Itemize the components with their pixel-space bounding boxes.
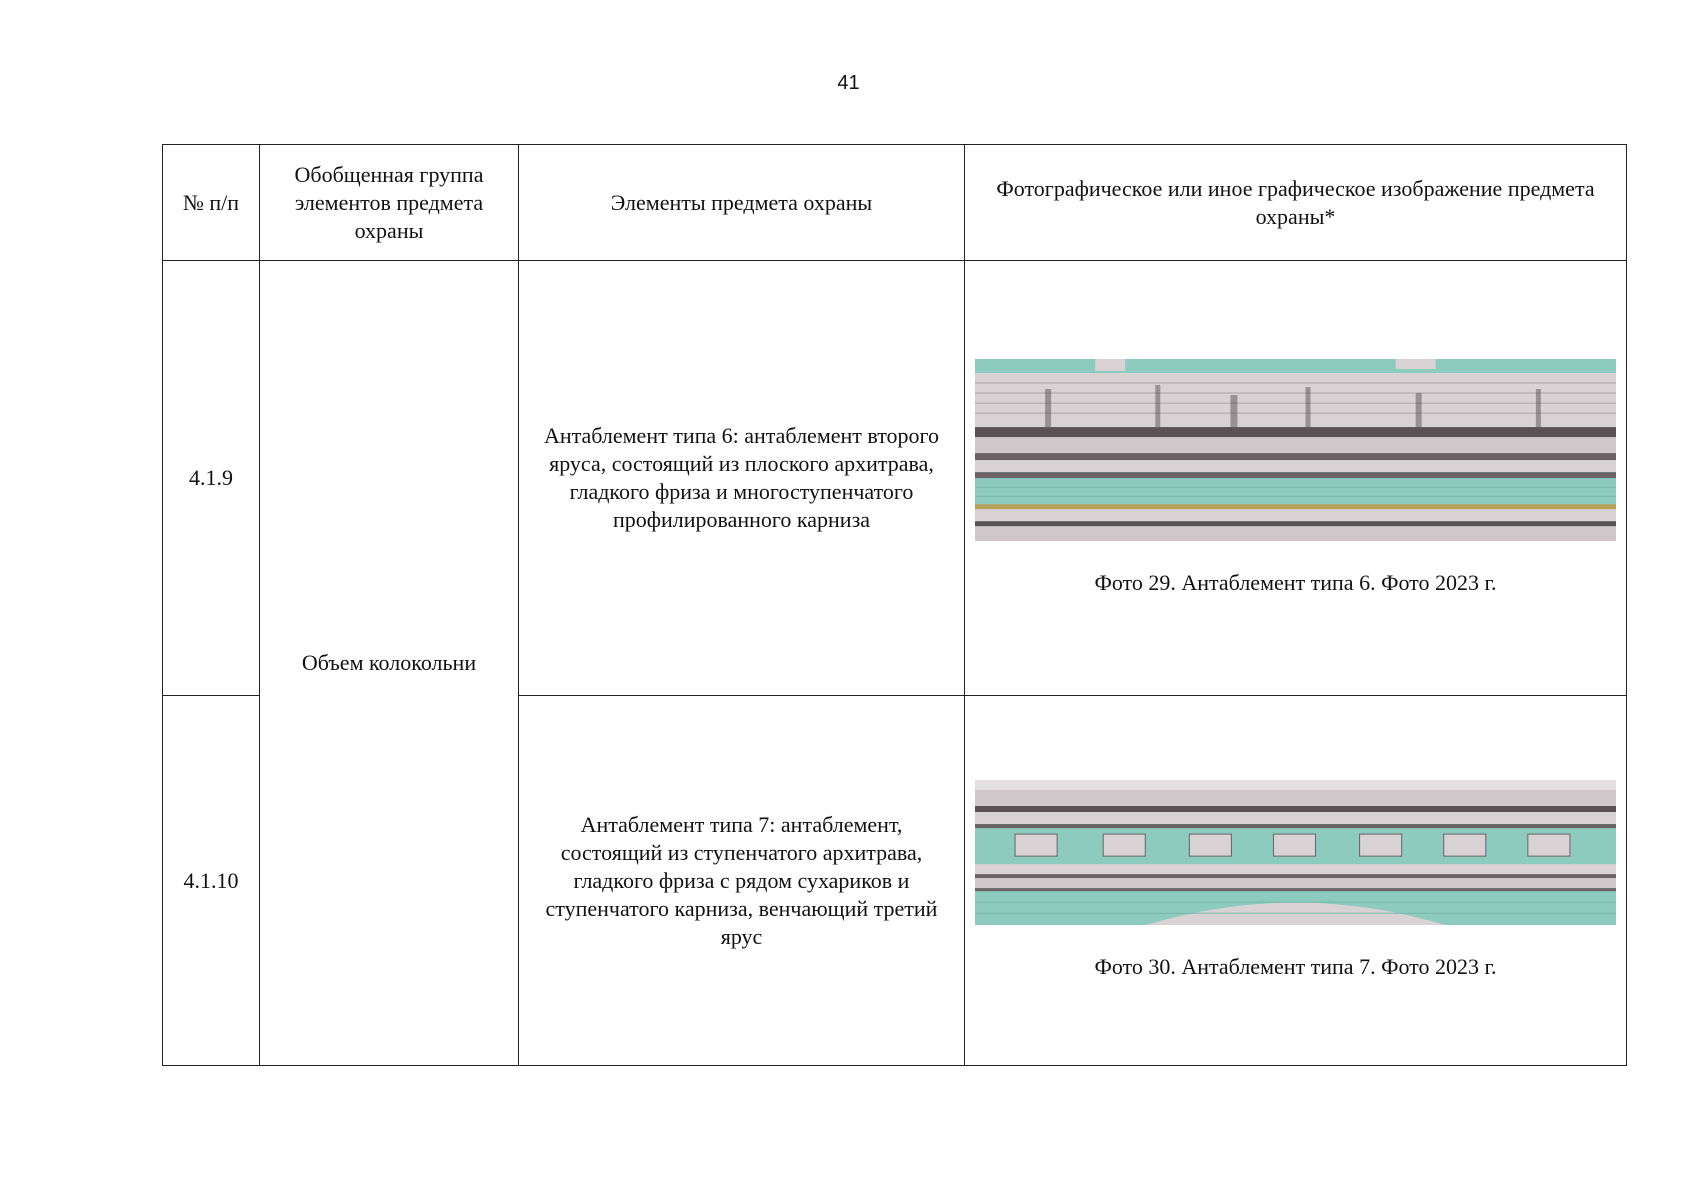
table-row: 4.1.9 Объем колокольни Антаблемент типа … (162, 260, 1627, 1066)
header-elements: Элементы предмета охраны (518, 144, 965, 261)
photo-entablature-type-6 (975, 358, 1616, 542)
table-header-row: № п/п Обобщенная группа элементов предме… (162, 144, 1627, 261)
element-description: Антаблемент типа 7: антаблемент, состоящ… (518, 695, 965, 1066)
header-image: Фотографическое или иное графическое изо… (964, 144, 1627, 261)
photo-entablature-type-7 (975, 779, 1616, 926)
page-number: 41 (837, 72, 860, 94)
photo-cell: Фото 29. Антаблемент типа 6. Фото 2023 г… (964, 260, 1627, 696)
photo-cell: Фото 30. Антаблемент типа 7. Фото 2023 г… (964, 695, 1627, 1066)
photo-caption: Фото 30. Антаблемент типа 7. Фото 2023 г… (1094, 954, 1497, 980)
photo-caption: Фото 29. Антаблемент типа 6. Фото 2023 г… (1094, 570, 1497, 596)
row-number: 4.1.9 (162, 260, 260, 696)
group-cell: Объем колокольни (259, 260, 519, 1066)
row-number: 4.1.10 (162, 695, 260, 1066)
protection-table: № п/п Обобщенная группа элементов предме… (162, 144, 1627, 1066)
table-row: 4.1.10 Антаблемент типа 7: антаблемент, … (162, 695, 1627, 1066)
header-group: Обобщенная группа элементов предмета охр… (259, 144, 519, 261)
header-num: № п/п (162, 144, 260, 261)
element-description: Антаблемент типа 6: антаблемент второго … (518, 260, 965, 696)
